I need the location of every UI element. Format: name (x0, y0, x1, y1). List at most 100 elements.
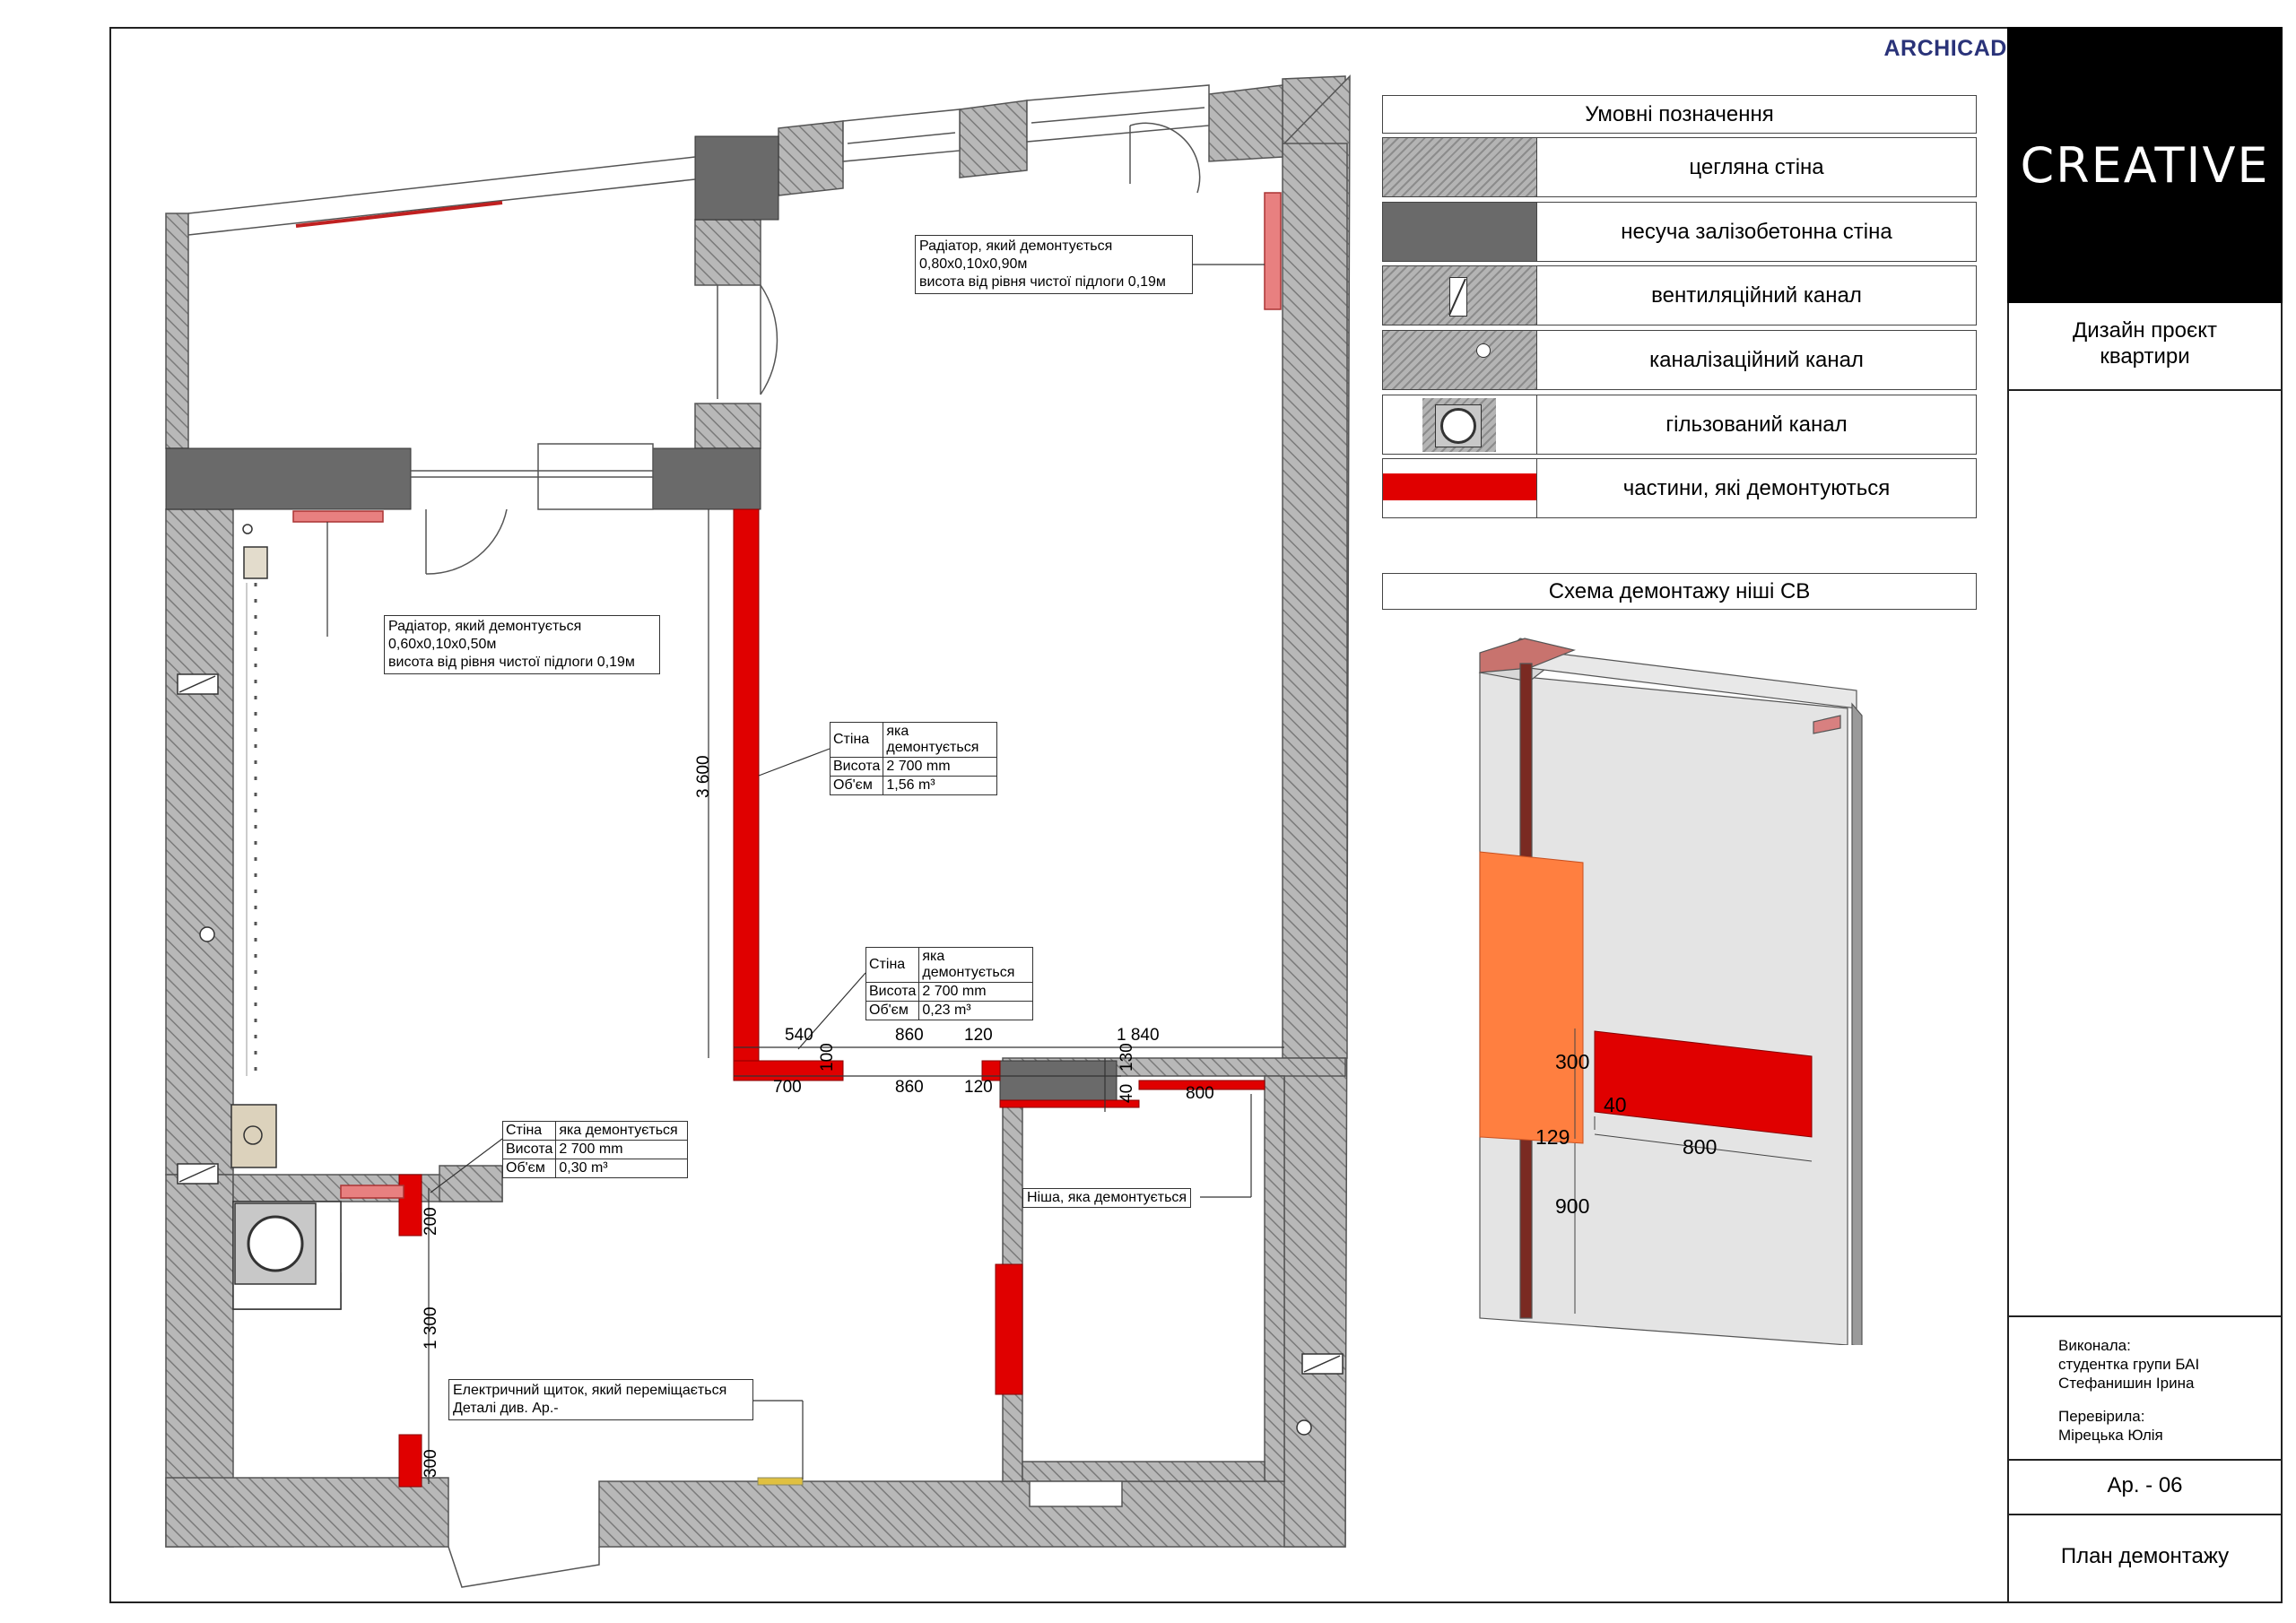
concrete-wall-swatch (1383, 203, 1537, 261)
project-name: Дизайн проєкт квартири (2007, 317, 2283, 369)
callout-val: 2 700 mm (918, 982, 1034, 1002)
authors: Виконала: студентка групи БАІ Стефанишин… (2058, 1336, 2274, 1445)
callout-wall-3: Стіна яка демонтується Висота 2 700 mm О… (501, 1121, 689, 1178)
callout-wall-1: Стіна яка демонтується Висота 2 700 mm О… (829, 722, 998, 795)
legend-title: Умовні позначення (1382, 95, 1977, 134)
scheme-niche-panel (1479, 851, 1584, 1144)
callout-head: яка демонтується (918, 947, 1034, 983)
callout-line: висота від рівня чистої підлоги 0,19м (388, 655, 635, 670)
made-by-line: Стефанишин Ірина (2058, 1375, 2195, 1392)
callout-key: Висота (829, 757, 884, 777)
brick-walls (165, 74, 1351, 1548)
callout-key: Висота (865, 982, 920, 1002)
callout-val: 2 700 mm (555, 1140, 689, 1159)
dim-800: 800 (1186, 1084, 1214, 1103)
legend-row-brick: цегляна стіна (1382, 137, 1977, 197)
scheme-wall-body (1478, 638, 1863, 1345)
callout-line: Радіатор, який демонтується (388, 619, 582, 634)
dim-120-bottom: 120 (964, 1078, 993, 1097)
dim-860-top: 860 (895, 1026, 924, 1045)
scheme-title: Схема демонтажу ніші СВ (1382, 573, 1977, 610)
dim-100: 100 (818, 1043, 837, 1072)
sheet-number: Ар. - 06 (2107, 1473, 2183, 1497)
leader-lines (326, 264, 1265, 1480)
legend-row-concrete: несуча залізобетонна стіна (1382, 202, 1977, 262)
dim-200: 200 (422, 1207, 440, 1236)
scheme-dimension-lines (1574, 1028, 1813, 1314)
callout-line: 0,60х0,10х0,50м (388, 637, 497, 652)
scheme-demolished-block (1594, 1030, 1813, 1138)
sewer-channel-swatch (1383, 331, 1537, 389)
callout-head: яка демонтується (883, 722, 998, 758)
callout-key: Об'єм (865, 1001, 920, 1020)
concrete-walls (165, 135, 1118, 1101)
sheet-name: План демонтажу (2060, 1544, 2230, 1568)
electrical-panel (757, 1477, 804, 1486)
divider (2007, 1514, 2283, 1515)
callout-electrical-panel: Електричний щиток, який переміщається Де… (448, 1379, 753, 1420)
divider (2007, 1315, 2283, 1317)
radiators (292, 192, 1282, 1199)
legend-row-sewer: каналізаційний канал (1382, 330, 1977, 390)
plan-dimension-text: 3 600 540 860 120 1 840 700 860 120 800 … (422, 755, 1214, 1478)
ventilation-channel-swatch (1383, 266, 1537, 325)
callout-key: Об'єм (829, 776, 884, 795)
callout-val: 0,30 m³ (555, 1159, 689, 1178)
callout-line: Деталі див. Ар.- (453, 1401, 559, 1416)
legend-row-ventilation: вентиляційний канал (1382, 265, 1977, 325)
legend-row-sleeved: гільзований канал (1382, 395, 1977, 455)
dim-3600: 3 600 (694, 755, 713, 798)
scheme-dim-300: 300 (1555, 1050, 1589, 1073)
legend-row-demolished: частини, які демонтуються (1382, 458, 1977, 518)
niche-scheme: 300 40 129 800 900 (1478, 638, 1863, 1345)
project-line: квартири (2100, 344, 2190, 369)
divider (2007, 389, 2283, 391)
callout-head: Стіна (501, 1121, 557, 1141)
legend-label: гільзований канал (1665, 412, 1848, 437)
callout-val: 0,23 m³ (918, 1001, 1034, 1020)
callout-line: Електричний щиток, який переміщається (453, 1383, 727, 1398)
channel-symbols (177, 524, 1344, 1436)
brick-wall-swatch (1383, 138, 1537, 196)
dimension-lines (428, 509, 1284, 1484)
made-by-line: студентка групи БАІ (2058, 1356, 2200, 1373)
sheet-frame (109, 27, 2283, 1603)
callout-val: 2 700 mm (883, 757, 998, 777)
title-block (2007, 27, 2283, 1603)
dim-120-top: 120 (964, 1026, 993, 1045)
legend-label: каналізаційний канал (1649, 347, 1864, 372)
legend-label: несуча залізобетонна стіна (1621, 219, 1892, 244)
callout-head: яка демонтується (555, 1121, 689, 1141)
scheme-dim-129: 129 (1535, 1125, 1570, 1149)
demolished-walls (398, 508, 1265, 1488)
callout-head: Стіна (865, 947, 920, 983)
callout-line: Радіатор, який демонтується (919, 239, 1113, 254)
dim-1840: 1 840 (1117, 1026, 1160, 1045)
callout-key: Об'єм (501, 1159, 557, 1178)
callout-head: Стіна (829, 722, 884, 758)
top-window (187, 84, 1210, 236)
callout-radiator-2: Радіатор, який демонтується 0,60х0,10х0,… (384, 615, 660, 674)
callout-val: 1,56 m³ (883, 776, 998, 795)
demolished-parts-swatch (1383, 459, 1537, 517)
callout-niche: Ніша, яка демонтується (1022, 1188, 1192, 1208)
floor-plan: 3 600 540 860 120 1 840 700 860 120 800 … (165, 74, 1351, 1588)
dim-700: 700 (773, 1078, 802, 1097)
dim-860-bottom: 860 (895, 1078, 924, 1097)
callout-line: висота від рівня чистої підлоги 0,19м (919, 274, 1166, 290)
dim-40: 40 (1118, 1084, 1136, 1103)
legend-label: вентиляційний канал (1651, 282, 1862, 308)
made-by-label: Виконала: (2058, 1337, 2131, 1354)
divider (2007, 1459, 2283, 1461)
scheme-dim-40: 40 (1604, 1093, 1627, 1116)
callout-radiator-1: Радіатор, який демонтується 0,80х0,10х0,… (915, 235, 1193, 294)
scheme-dim-800: 800 (1683, 1135, 1717, 1159)
callout-wall-2: Стіна яка демонтується Висота 2 700 mm О… (865, 947, 1034, 1020)
doors (411, 122, 1201, 1588)
dim-300: 300 (422, 1449, 440, 1478)
scheme-dim-900: 900 (1555, 1194, 1589, 1218)
project-line: Дизайн проєкт (2072, 318, 2218, 343)
checked-by: Мірецька Юлія (2058, 1427, 2163, 1444)
dim-1300: 1 300 (422, 1306, 440, 1350)
